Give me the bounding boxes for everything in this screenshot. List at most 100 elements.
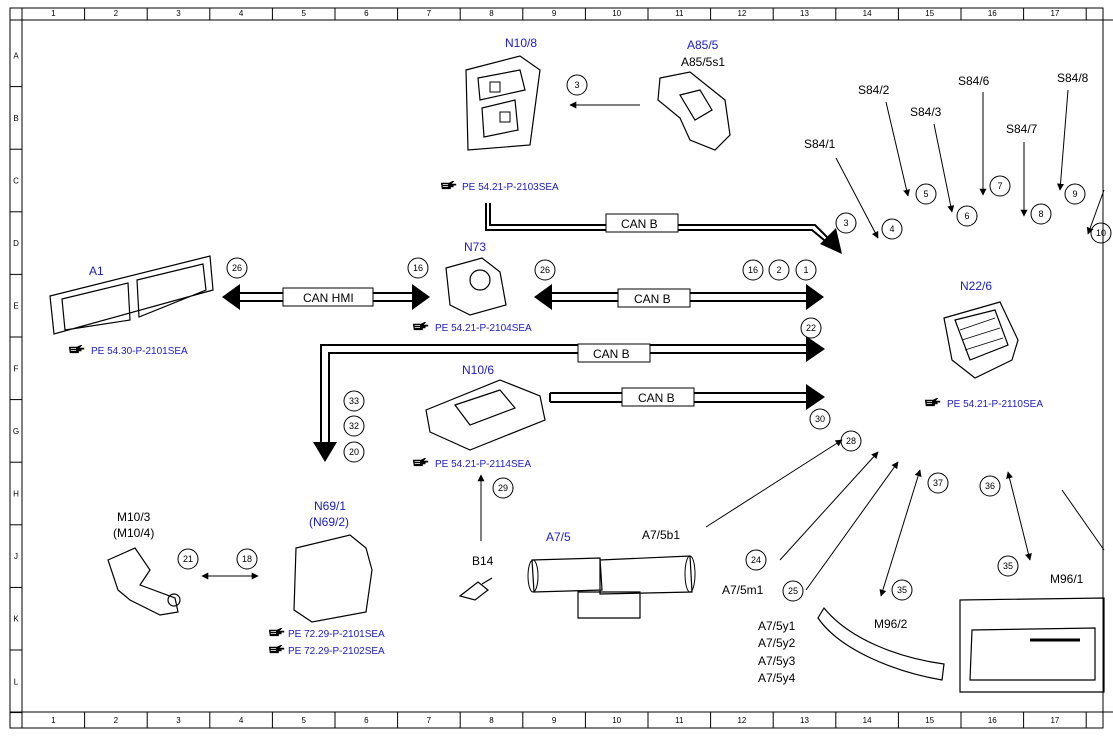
ruler-column-label: 2	[114, 716, 119, 725]
n10-8-module: N10/8 PE 54.21-P-2103SEA	[440, 36, 559, 193]
n69-1-module: N69/1 (N69/2) PE 72.29-P-2101SEA PE 72.2…	[268, 499, 385, 657]
number-circle-16b: 16	[748, 265, 758, 275]
n10-6-ref[interactable]: PE 54.21-P-2114SEA	[435, 459, 531, 470]
switch-label-s84-8: S84/8	[1057, 71, 1089, 85]
number-circle-36: 36	[985, 481, 995, 491]
number-circle-4: 4	[889, 224, 894, 234]
hand-pointer-icon	[412, 321, 429, 331]
number-circle-30: 30	[815, 414, 825, 424]
number-circle-35a: 35	[897, 585, 907, 595]
number-circle-33: 33	[349, 396, 359, 406]
ruler-column-label: 1	[51, 9, 56, 18]
switch-label-s84-2: S84/2	[858, 83, 890, 97]
number-circle-16a: 16	[413, 263, 423, 273]
ruler-column-label: 10	[612, 716, 621, 725]
number-circle-5: 5	[923, 189, 928, 199]
hand-pointer-icon	[268, 644, 285, 654]
can-b-label-top: CAN B	[621, 217, 658, 231]
a7-5-drawing	[531, 555, 693, 619]
can-b-bus-lower: CAN B	[313, 336, 825, 462]
ruler-column-label: 16	[988, 716, 997, 725]
a7-5-b1-label: A7/5b1	[642, 528, 680, 542]
number-circle-21: 21	[183, 554, 193, 564]
ruler-column-label: 13	[800, 9, 809, 18]
can-b-label-lower: CAN B	[593, 347, 630, 361]
ruler-column-label: 17	[1050, 716, 1059, 725]
m96-2-motor: M96/2	[817, 469, 945, 681]
hand-pointer-icon	[268, 627, 285, 637]
ruler-row-label: H	[13, 490, 19, 499]
ruler-column-label: 15	[925, 716, 934, 725]
a85-5-drawing	[657, 71, 731, 151]
ruler-row-label: L	[14, 677, 19, 686]
n10-6-drawing	[425, 379, 546, 451]
n73-ref[interactable]: PE 54.21-P-2104SEA	[435, 323, 532, 334]
ruler-column-label: 14	[863, 9, 872, 18]
ruler-row-label: C	[13, 177, 19, 186]
n10-8-ref[interactable]: PE 54.21-P-2103SEA	[462, 182, 559, 193]
m10-3-label: M10/3	[117, 510, 151, 524]
ruler-column-label: 10	[612, 9, 621, 18]
number-circle-32: 32	[349, 421, 359, 431]
can-b-label-middle: CAN B	[634, 292, 671, 306]
ruler-row-label: G	[13, 427, 19, 436]
hand-pointer-icon	[440, 180, 457, 190]
number-circle-9: 9	[1072, 189, 1077, 199]
n10-8-label: N10/8	[505, 36, 537, 50]
can-hmi-label: CAN HMI	[303, 291, 354, 305]
can-hmi-bus: CAN HMI	[222, 284, 430, 310]
switch-label-s84-1: S84/1	[804, 137, 836, 151]
n10-8-drawing	[465, 55, 541, 151]
m96-1-drawing	[959, 597, 1105, 693]
ruler-column-label: 6	[364, 9, 369, 18]
a1-ref[interactable]: PE 54.30-P-2101SEA	[91, 346, 188, 357]
n22-6-module: N22/6 PE 54.21-P-2110SEA	[924, 279, 1043, 410]
ruler-column-label: 12	[737, 9, 746, 18]
a85-5-lock: A85/5 A85/5s1	[569, 38, 731, 151]
m96-1-label: M96/1	[1050, 572, 1084, 586]
can-b-bus-top: CAN B	[485, 203, 842, 254]
b14-sensor: B14	[458, 474, 494, 601]
n69-1-ref[interactable]: PE 72.29-P-2101SEA	[288, 629, 385, 640]
n69-1-label: N69/1	[314, 499, 346, 513]
ruler-row-label: J	[14, 552, 18, 561]
number-circle-20: 20	[349, 447, 359, 457]
m96-2-label: M96/2	[874, 617, 908, 631]
ruler-column-label: 11	[675, 716, 684, 725]
m10-3-label-alt: (M10/4)	[113, 526, 154, 540]
a7-5-label: A7/5	[546, 530, 571, 544]
can-b-bus-middle: CAN B	[534, 284, 824, 310]
n69-1-drawing	[293, 534, 373, 623]
ruler-column-label: 3	[176, 9, 181, 18]
number-circle-37: 37	[933, 478, 943, 488]
ruler-column-label: 4	[239, 716, 244, 725]
ruler-row-label: K	[13, 615, 19, 624]
number-circle-2: 2	[776, 265, 781, 275]
n22-6-ref[interactable]: PE 54.21-P-2110SEA	[947, 399, 1043, 410]
switch-label-s84-3: S84/3	[910, 105, 942, 119]
ruler-column-label: 8	[489, 9, 494, 18]
number-circle-18: 18	[242, 554, 252, 564]
a7-5-y4-label: A7/5y4	[758, 671, 796, 685]
number-circle-28: 28	[846, 436, 856, 446]
ruler-column-label: 6	[364, 716, 369, 725]
ruler-column-label: 5	[301, 716, 306, 725]
a7-5-y2-label: A7/5y2	[758, 636, 796, 650]
a7-5-unit: A7/5 A7/5b1 A7/5m1 A7/5y1 A7/5y2 A7/5y3 …	[527, 439, 899, 685]
number-circle-22: 22	[806, 323, 816, 333]
ruler-column-label: 1	[51, 716, 56, 725]
m10-3-motor: M10/3 (M10/4)	[107, 510, 259, 616]
n10-6-module: N10/6 PE 54.21-P-2114SEA	[412, 363, 546, 470]
n69-1-ref-alt[interactable]: PE 72.29-P-2102SEA	[288, 646, 385, 657]
a85-5-sub-label: A85/5s1	[681, 55, 725, 69]
number-circle-26b: 26	[540, 265, 550, 275]
switch-labels: S84/1 S84/2 S84/3 S84/6 S84/7 S84/8	[804, 71, 1105, 239]
a1-drawing	[49, 255, 214, 335]
number-circle-3a: 3	[574, 80, 579, 90]
number-circle-26a: 26	[232, 263, 242, 273]
number-circle-35b: 35	[1003, 561, 1013, 571]
ruler-column-label: 11	[675, 9, 684, 18]
hand-pointer-icon	[924, 397, 941, 407]
n73-label: N73	[464, 240, 486, 254]
